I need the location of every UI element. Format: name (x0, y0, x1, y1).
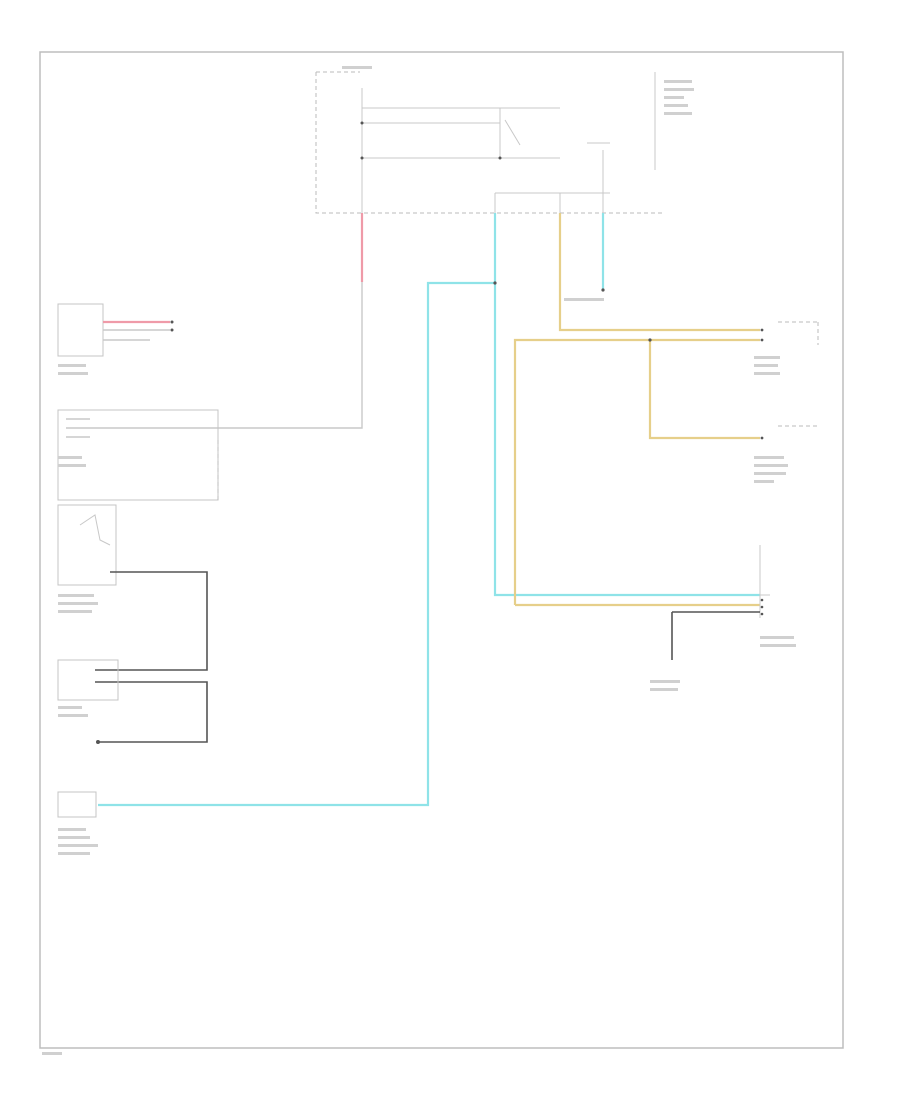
relay-contact (360, 121, 364, 125)
right-connector-b (760, 425, 818, 440)
left-component-4 (57, 659, 119, 701)
left-component-2 (57, 409, 219, 501)
diagram-frame (39, 51, 844, 1049)
left-component-1 (57, 303, 174, 357)
wire-cyan-branch (493, 283, 760, 597)
wire-tan (558, 213, 760, 332)
right-connector-a (760, 321, 819, 345)
wire-grey-left (66, 282, 363, 429)
label-marks (42, 66, 796, 1055)
fuse-relay-box (315, 71, 662, 214)
transmission-range-switch (57, 504, 208, 744)
wire-cyan-main (98, 213, 497, 807)
left-bottom-unit (57, 791, 97, 818)
right-connector-c (759, 545, 770, 618)
